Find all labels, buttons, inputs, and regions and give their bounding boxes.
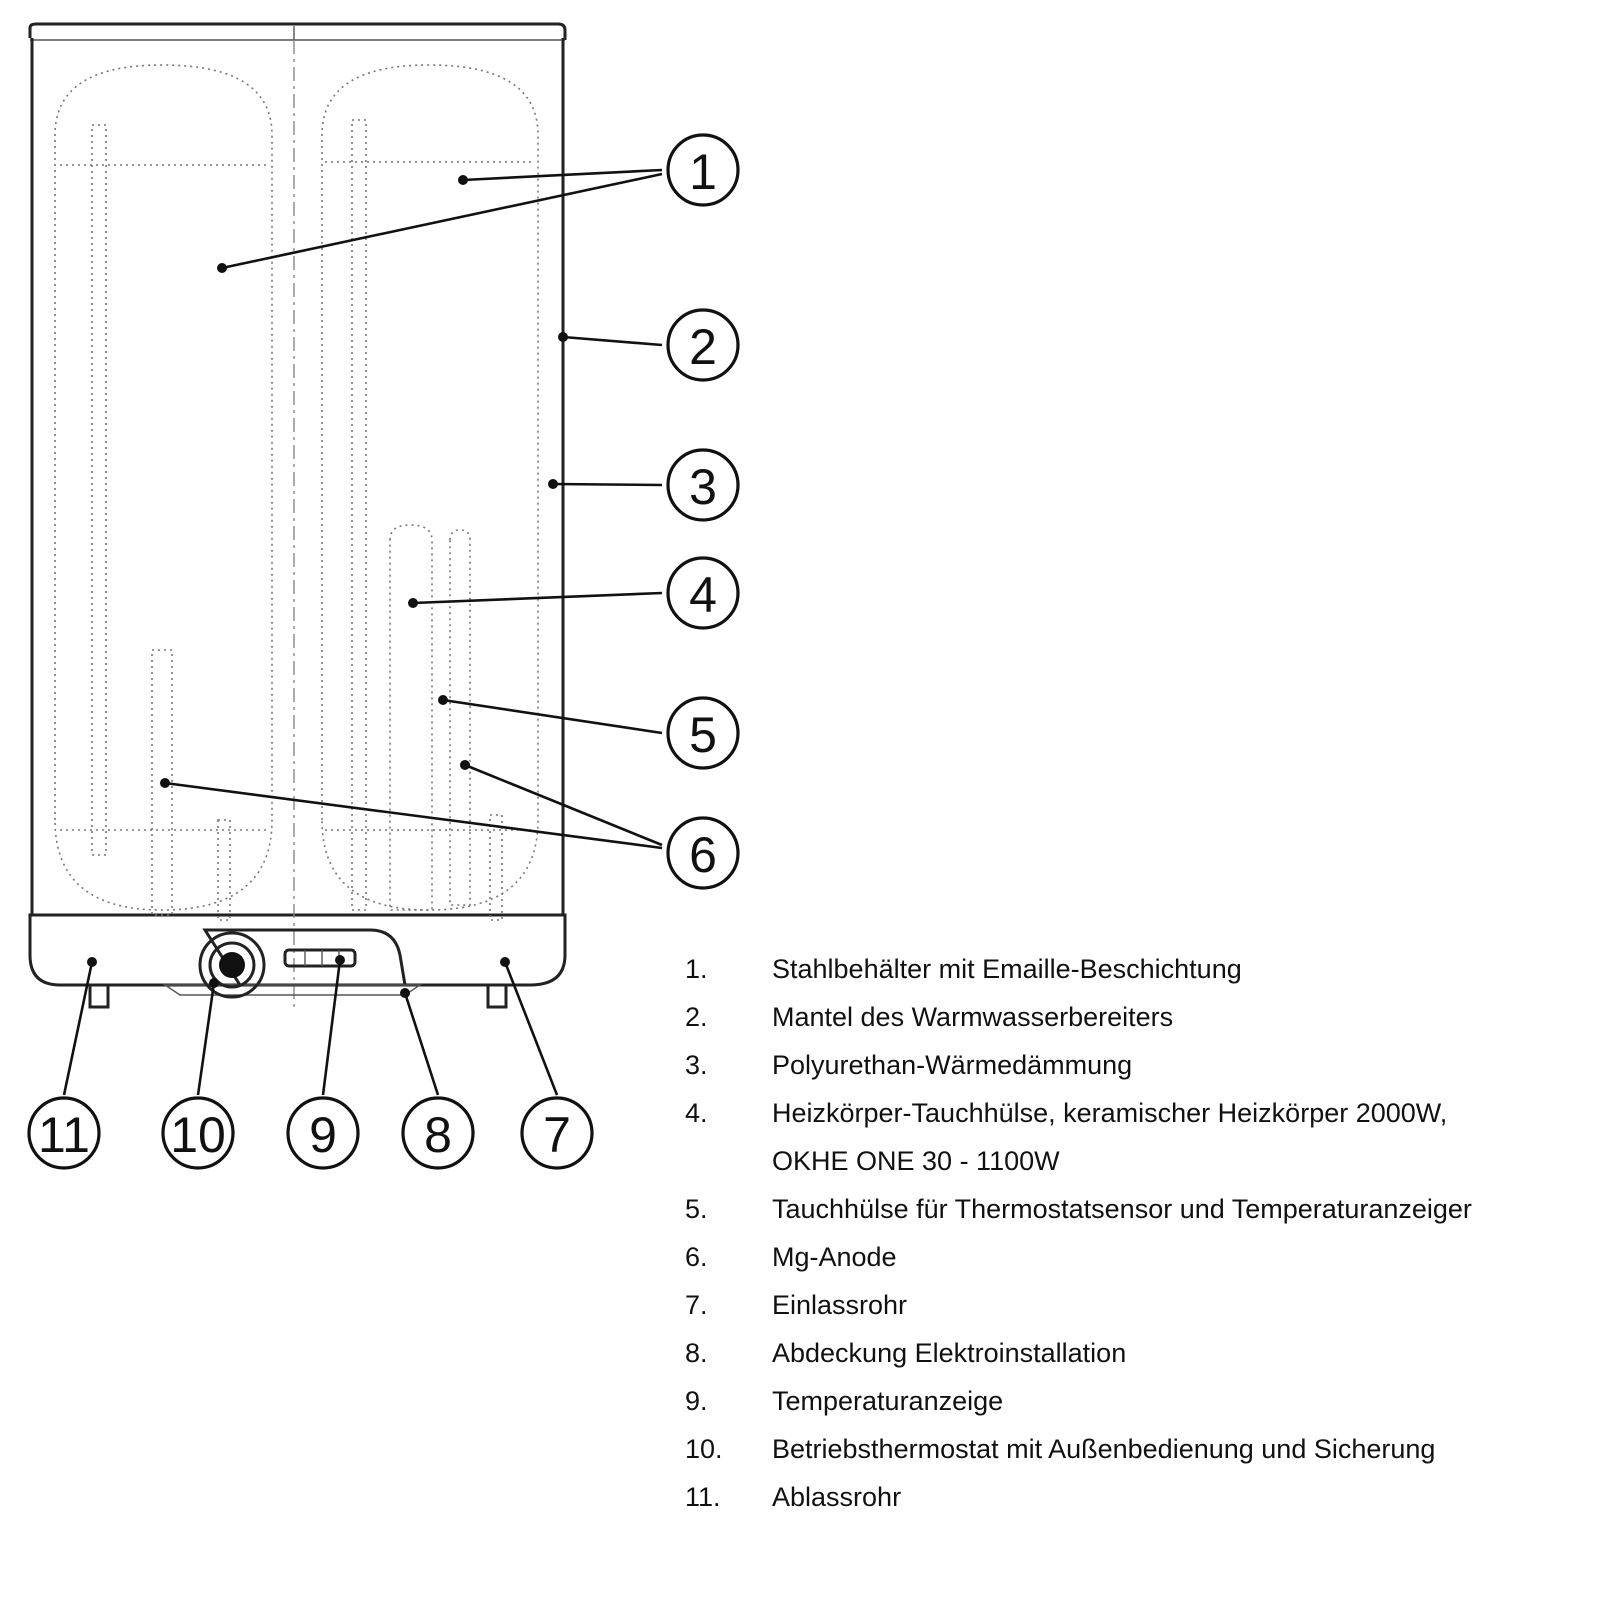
callout-6-number: 6 [689,827,717,883]
legend-item-number: 1. [685,954,708,984]
callout-11: 11 [27,1096,101,1170]
legend-item-number: 4. [685,1098,708,1128]
callout-8: 8 [401,1096,475,1170]
callout-3: 3 [666,448,740,522]
water-heater-diagram: 1 2 3 4 5 6 7 8 9 10 11 [27,22,740,1170]
leader-lines [62,168,663,1096]
callout-7: 7 [520,1096,594,1170]
legend-item-label-continued: OKHE ONE 30 - 1100W [772,1146,1060,1176]
callout-3-number: 3 [689,459,717,515]
legend-item-number: 6. [685,1242,708,1272]
callout-4-number: 4 [689,567,717,623]
callout-2-number: 2 [689,319,717,375]
legend-item: 3. Polyurethan-Wärmedämmung [685,1041,1590,1089]
legend-item-label: Mg-Anode [772,1242,897,1272]
legend-item-label: Ablassrohr [772,1482,902,1512]
legend-item-label: Stahlbehälter mit Emaille-Beschichtung [772,954,1242,984]
legend-item: 7. Einlassrohr [685,1281,1590,1329]
right-tank [321,64,539,921]
legend-item-label: Heizkörper-Tauchhülse, keramischer Heizk… [772,1098,1448,1128]
callout-4: 4 [666,556,740,630]
legend-item: 9. Temperaturanzeige [685,1377,1590,1425]
legend-item: 5. Tauchhülse für Thermostatsensor und T… [685,1185,1590,1233]
legend-item: 4. Heizkörper-Tauchhülse, keramischer He… [685,1089,1590,1185]
legend-item-number: 2. [685,1002,708,1032]
callout-10: 10 [161,1096,235,1170]
callout-7-number: 7 [543,1107,571,1163]
left-tank [54,64,273,921]
legend-item-label: Betriebsthermostat mit Außenbedienung un… [772,1434,1436,1464]
legend-item-number: 3. [685,1050,708,1080]
callout-5-number: 5 [689,707,717,763]
legend-item: 6. Mg-Anode [685,1233,1590,1281]
control-panel [162,928,423,999]
legend-item-label: Einlassrohr [772,1290,908,1320]
parts-legend: 1. Stahlbehälter mit Emaille-Beschichtun… [685,945,1590,1521]
callout-9-number: 9 [309,1107,337,1163]
callout-2: 2 [666,308,740,382]
legend-item: 10. Betriebsthermostat mit Außenbedienun… [685,1425,1590,1473]
legend-item: 11. Ablassrohr [685,1473,1590,1521]
legend-item-label: Tauchhülse für Thermostatsensor und Temp… [772,1194,1472,1224]
legend-item-number: 8. [685,1338,708,1368]
pipes [88,983,508,1009]
heater-body [28,22,567,1010]
callout-6: 6 [666,816,740,890]
legend-item-label: Polyurethan-Wärmedämmung [772,1050,1133,1080]
legend-item-number: 9. [685,1386,708,1416]
legend-item: 2. Mantel des Warmwasserbereiters [685,993,1590,1041]
legend-item-number: 11. [685,1482,721,1512]
callout-5: 5 [666,696,740,770]
legend-item-number: 10. [685,1434,723,1464]
callout-11-number: 11 [38,1107,90,1163]
legend-item-number: 5. [685,1194,708,1224]
callout-10-number: 10 [170,1107,226,1163]
legend-item-label: Abdeckung Elektroinstallation [772,1338,1127,1368]
callout-1-number: 1 [689,144,717,200]
callout-1: 1 [666,133,740,207]
legend-item-number: 7. [685,1290,708,1320]
legend-item: 8. Abdeckung Elektroinstallation [685,1329,1590,1377]
legend-item: 1. Stahlbehälter mit Emaille-Beschichtun… [685,945,1590,993]
legend-item-label: Mantel des Warmwasserbereiters [772,1002,1174,1032]
legend-item-label: Temperaturanzeige [772,1386,1004,1416]
callout-8-number: 8 [424,1107,452,1163]
callout-9: 9 [286,1096,360,1170]
